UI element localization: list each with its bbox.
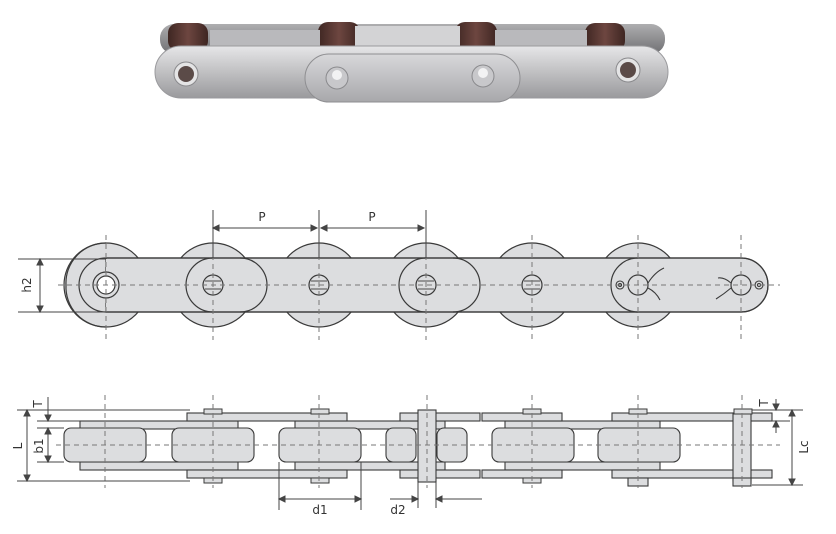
hollow-pin	[417, 409, 437, 483]
roller	[455, 22, 497, 52]
pitch-label: P	[368, 210, 375, 224]
overall-width-label: L	[11, 442, 25, 449]
roller-diameter-label: d1	[312, 503, 327, 517]
thickness-label-right: T	[757, 399, 771, 408]
connecting-plate	[304, 53, 521, 103]
roller	[318, 22, 360, 52]
thickness-label: T	[31, 400, 45, 409]
outer-plate	[186, 412, 348, 422]
pin-diameter-label: d2	[390, 503, 405, 517]
pitch-label: P	[258, 210, 265, 224]
plate-height-label: h2	[20, 277, 34, 292]
inner-width-label: b1	[32, 438, 46, 453]
connecting-width-label: Lc	[797, 440, 811, 453]
inner-plate	[79, 420, 239, 430]
roller	[585, 23, 625, 51]
roller	[168, 23, 208, 51]
